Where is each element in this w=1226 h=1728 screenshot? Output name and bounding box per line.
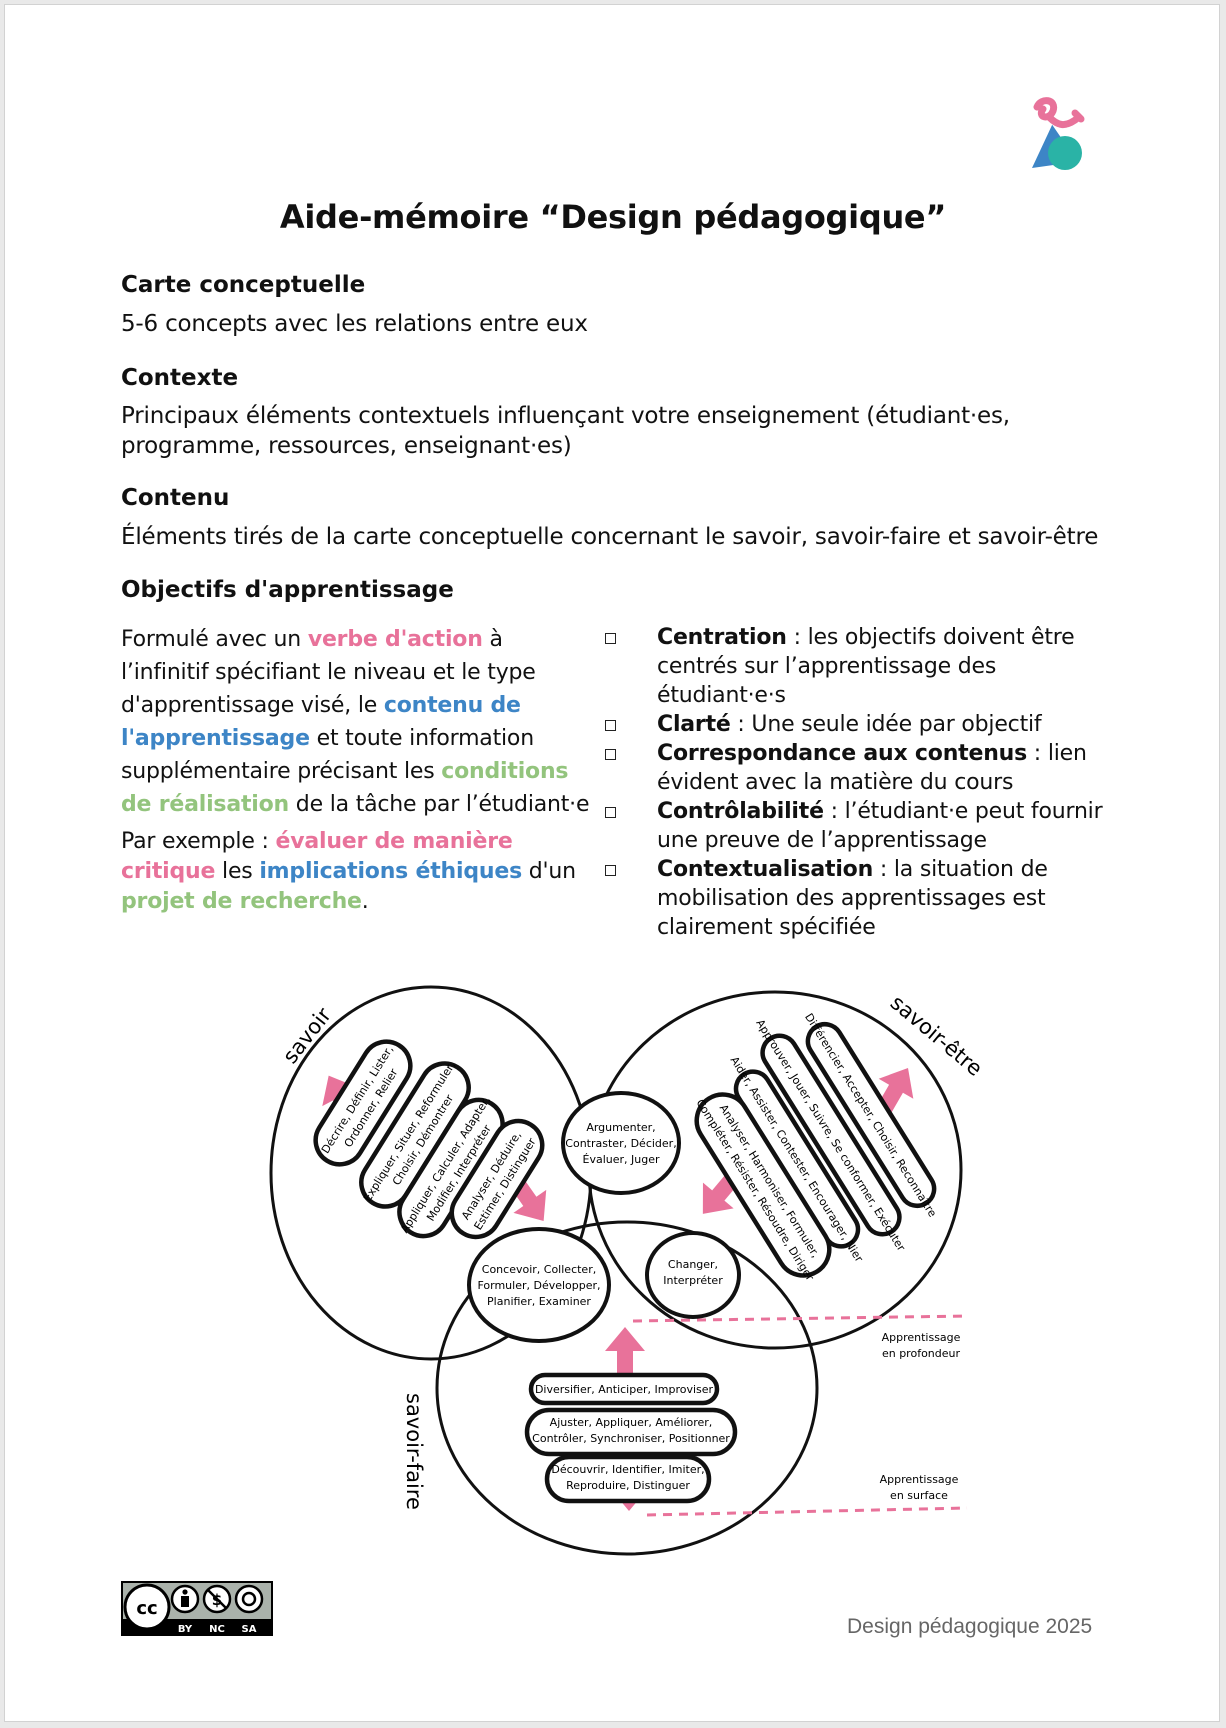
page: Aide-mémoire “Design pédagogique” Carte … bbox=[4, 4, 1220, 1722]
list-item: Contrôlabilité : l’étudiant·e peut fourn… bbox=[605, 797, 1105, 855]
list-item: Correspondance aux contenus : lien évide… bbox=[605, 739, 1105, 797]
page-title: Aide-mémoire “Design pédagogique” bbox=[279, 198, 947, 236]
pill-faire-3: Découvrir, Identifier, Imiter, Reproduir… bbox=[544, 1454, 712, 1504]
deep-label-1: Apprentissage bbox=[882, 1331, 961, 1344]
pill-faire-1: Diversifier, Anticiper, Improviser bbox=[528, 1372, 720, 1406]
pill-text: Contrôler, Synchroniser, Positionner bbox=[532, 1432, 730, 1445]
surface-learning-line bbox=[646, 1506, 968, 1517]
intersection-text: Interpréter bbox=[663, 1274, 723, 1287]
intersection-text: Concevoir, Collecter, bbox=[482, 1263, 596, 1276]
pill-text: Reproduire, Distinguer bbox=[566, 1479, 690, 1492]
heading-objectifs: Objectifs d'apprentissage bbox=[121, 577, 454, 603]
objectives-definition: Formulé avec un verbe d'action à l’infin… bbox=[121, 627, 590, 817]
license-tag: NC bbox=[209, 1624, 225, 1635]
deep-learning-line bbox=[632, 1314, 968, 1323]
text-carte: 5-6 concepts avec les relations entre eu… bbox=[121, 311, 588, 337]
intersection-text: Argumenter, bbox=[586, 1121, 655, 1134]
surface-label-1: Apprentissage bbox=[880, 1473, 959, 1486]
pill-faire-2: Ajuster, Appliquer, Améliorer, Contrôler… bbox=[524, 1407, 738, 1457]
cc-license-badge: cc $ BY NC SA bbox=[121, 1581, 273, 1636]
intersection-text: Changer, bbox=[668, 1258, 718, 1271]
checkbox-icon bbox=[605, 633, 616, 644]
pill-text: Diversifier, Anticiper, Improviser bbox=[535, 1383, 714, 1396]
intersection-text: Contraster, Décider, bbox=[565, 1137, 676, 1150]
cc-icon: cc bbox=[123, 1583, 171, 1631]
heading-carte: Carte conceptuelle bbox=[121, 272, 366, 298]
intersection-savoir-faire: Concevoir, Collecter, Formuler, Développ… bbox=[467, 1227, 611, 1343]
intersection-savoir-etre: Argumenter, Contraster, Décider, Évaluer… bbox=[561, 1091, 681, 1195]
list-item: Contextualisation : la situation de mobi… bbox=[605, 855, 1105, 942]
nc-icon: $ bbox=[202, 1584, 232, 1614]
by-icon bbox=[170, 1584, 200, 1614]
checkbox-icon bbox=[605, 720, 616, 731]
list-item: Centration : les objectifs doivent être … bbox=[605, 623, 1105, 710]
svg-text:cc: cc bbox=[136, 1598, 157, 1619]
objectives-example: Par exemple : évaluer de manière critiqu… bbox=[121, 829, 576, 914]
sa-icon bbox=[234, 1584, 264, 1614]
license-tag: SA bbox=[242, 1624, 257, 1635]
surface-label-2: en surface bbox=[890, 1489, 948, 1502]
heading-contexte: Contexte bbox=[121, 365, 239, 391]
intersection-text: Formuler, Développer, bbox=[477, 1279, 600, 1292]
list-item: Clarté : Une seule idée par objectif bbox=[605, 710, 1105, 739]
objectives-description: Formulé avec un verbe d'action à l’infin… bbox=[121, 623, 591, 917]
footer-text: Design pédagogique 2025 bbox=[847, 1615, 1093, 1638]
deep-label-2: en profondeur bbox=[882, 1347, 961, 1360]
pill-text: Ajuster, Appliquer, Améliorer, bbox=[550, 1416, 713, 1429]
text-contexte: Principaux éléments contextuels influenç… bbox=[121, 403, 1010, 459]
intersection-etre-faire: Changer, Interpréter bbox=[645, 1231, 741, 1319]
checkbox-icon bbox=[605, 749, 616, 760]
text-contenu: Éléments tirés de la carte conceptuelle … bbox=[121, 524, 1099, 550]
brand-logo-icon bbox=[1032, 97, 1085, 170]
arrow-faire-up bbox=[605, 1327, 645, 1387]
circle-savoir-faire bbox=[435, 1220, 819, 1556]
venn-diagram: savoir savoir-être savoir-faire Décrire,… bbox=[269, 985, 987, 1556]
label-savoir: savoir bbox=[278, 1003, 336, 1068]
license-tag: BY bbox=[178, 1624, 193, 1635]
intersection-text: Planifier, Examiner bbox=[487, 1295, 591, 1308]
pill-text: Découvrir, Identifier, Imiter, bbox=[551, 1463, 704, 1476]
heading-contenu: Contenu bbox=[121, 485, 230, 511]
criteria-list: Centration : les objectifs doivent être … bbox=[605, 623, 1105, 942]
label-savoir-faire: savoir-faire bbox=[402, 1393, 426, 1510]
label-savoir-etre: savoir-être bbox=[886, 990, 987, 1080]
intersection-text: Évaluer, Juger bbox=[583, 1153, 660, 1166]
checkbox-icon bbox=[605, 807, 616, 818]
pill-savoir-1: Décrire, Définir, Lister, Ordonner, Reli… bbox=[313, 1039, 413, 1167]
checkbox-icon bbox=[605, 865, 616, 876]
